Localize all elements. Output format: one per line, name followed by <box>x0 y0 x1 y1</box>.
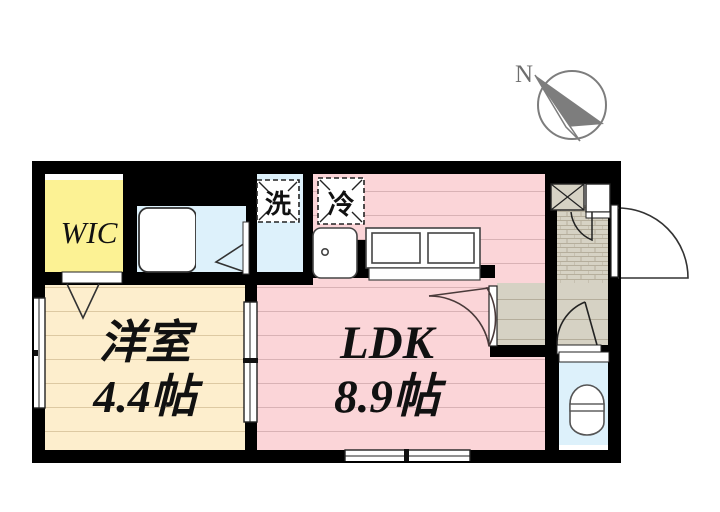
kitchen-stove-right <box>427 232 475 264</box>
bath-room-area <box>196 206 246 272</box>
bath-door-frame <box>242 221 250 275</box>
kitchen-stove-left <box>371 232 421 264</box>
washer-label: 洗 <box>265 190 291 220</box>
bedroom-floor <box>43 285 246 452</box>
bathtub <box>138 207 197 273</box>
washer-corner-ticks <box>258 181 298 221</box>
entry-door-leaf <box>610 204 619 278</box>
entry-closet-swing <box>570 211 593 242</box>
bedroom-sliding-door <box>243 301 258 423</box>
compass-rose: N <box>515 61 607 142</box>
fridge-label: 冷 <box>328 190 355 221</box>
ldk-corridor-door <box>428 285 498 347</box>
wic-floor <box>45 180 135 278</box>
ldk-size-label: 8.9帖 <box>334 371 447 423</box>
fridge-space: 冷 <box>317 177 365 225</box>
entry-door-swing <box>617 207 689 279</box>
wic-room: WIC <box>61 215 123 320</box>
ldk-room: LDK 8.9帖 <box>334 317 447 423</box>
sink-drain-icon <box>320 248 329 257</box>
wic-folding-door <box>61 271 123 284</box>
compass-north-label: N <box>515 61 533 88</box>
kitchen-sink <box>312 227 358 279</box>
ldk-balcony-window <box>344 449 471 463</box>
ldk-label: LDK <box>339 317 437 369</box>
kitchen-counter <box>312 227 481 281</box>
entry-closet-sill <box>585 211 611 219</box>
bedroom-room: 洋室 4.4帖 <box>92 315 204 422</box>
wic-label: WIC <box>61 215 118 250</box>
toilet-room <box>558 351 610 436</box>
toilet-door-sill <box>558 351 610 363</box>
kitchen-base-cabinet <box>368 267 481 281</box>
toilet-tank <box>569 403 605 412</box>
bedroom-size-label: 4.4帖 <box>92 371 204 422</box>
washer-space: 洗 <box>256 179 300 223</box>
entry-area <box>550 183 689 279</box>
entry-closet <box>585 183 611 213</box>
bedroom-label: 洋室 <box>99 315 198 369</box>
fridge-corner-ticks <box>319 179 363 223</box>
bath-door-swing <box>214 242 246 273</box>
bathroom-unit <box>138 206 250 275</box>
wic-folding-door-swing <box>66 283 100 320</box>
